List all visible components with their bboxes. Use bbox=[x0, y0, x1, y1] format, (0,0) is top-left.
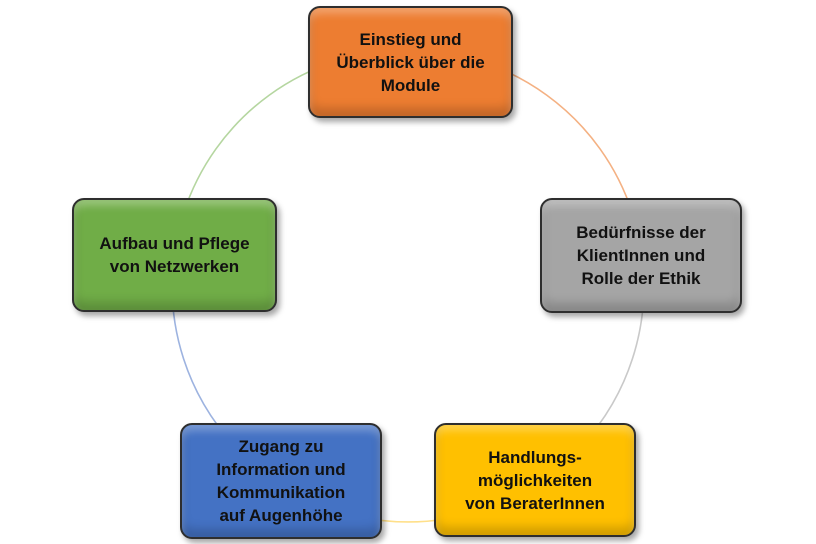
node-netzwerke: Aufbau und Pflege von Netzwerken bbox=[72, 198, 277, 312]
node-label: Handlungs- möglichkeiten von BeraterInne… bbox=[465, 447, 605, 513]
node-handlungsmoeglichkeiten: Handlungs- möglichkeiten von BeraterInne… bbox=[434, 423, 636, 537]
node-zugang: Zugang zu Information und Kommunikation … bbox=[180, 423, 382, 539]
node-beduerfnisse: Bedürfnisse der KlientInnen und Rolle de… bbox=[540, 198, 742, 313]
node-einstieg: Einstieg und Überblick über die Module bbox=[308, 6, 513, 118]
node-label: Aufbau und Pflege von Netzwerken bbox=[99, 234, 250, 276]
node-label: Zugang zu Information und Kommunikation … bbox=[216, 437, 346, 525]
node-label: Einstieg und Überblick über die Module bbox=[336, 29, 485, 95]
node-label: Bedürfnisse der KlientInnen und Rolle de… bbox=[576, 223, 706, 288]
